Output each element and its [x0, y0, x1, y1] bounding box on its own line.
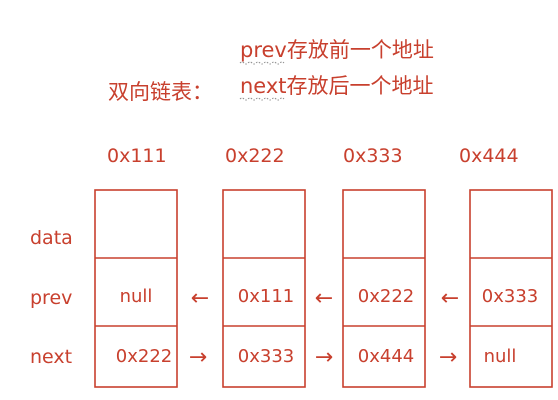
note-next-keyword: next: [240, 74, 287, 98]
node-prev: 0x111: [238, 286, 294, 307]
node-prev: 0x333: [482, 286, 538, 307]
node-next: 0x444: [358, 346, 414, 367]
node-box: [222, 189, 306, 388]
list-node: 0x333 null: [469, 189, 553, 388]
node-box: [342, 189, 426, 388]
node-next: null: [484, 346, 517, 367]
node-prev: null: [120, 286, 153, 307]
list-node: null 0x222: [94, 189, 178, 388]
squiggle-prev: [239, 61, 285, 65]
diagram-title: 双向链表：: [108, 80, 213, 104]
right-arrow-icon: →: [315, 345, 333, 370]
squiggle-next: [239, 97, 285, 101]
note-prev: prev存放前一个地址: [240, 38, 434, 62]
node-address: 0x111: [107, 145, 167, 167]
note-next: next存放后一个地址: [240, 74, 434, 98]
right-arrow-icon: →: [439, 345, 457, 370]
note-prev-text: 存放前一个地址: [287, 38, 434, 62]
list-node: 0x111 0x333: [222, 189, 306, 388]
node-next: 0x333: [238, 346, 294, 367]
left-arrow-icon: ←: [315, 286, 333, 311]
node-box: [94, 189, 178, 388]
list-node: 0x222 0x444: [342, 189, 426, 388]
field-label-prev: prev: [30, 287, 72, 309]
left-arrow-icon: ←: [191, 286, 209, 311]
field-label-data: data: [30, 227, 73, 249]
field-label-next: next: [30, 346, 72, 368]
node-prev: 0x222: [358, 286, 414, 307]
right-arrow-icon: →: [189, 345, 207, 370]
left-arrow-icon: ←: [441, 286, 459, 311]
node-box: [469, 189, 553, 388]
node-address: 0x333: [343, 145, 403, 167]
note-next-text: 存放后一个地址: [287, 74, 434, 98]
note-prev-keyword: prev: [240, 38, 287, 62]
node-address: 0x222: [225, 145, 285, 167]
node-address: 0x444: [459, 145, 519, 167]
node-next: 0x222: [116, 346, 172, 367]
